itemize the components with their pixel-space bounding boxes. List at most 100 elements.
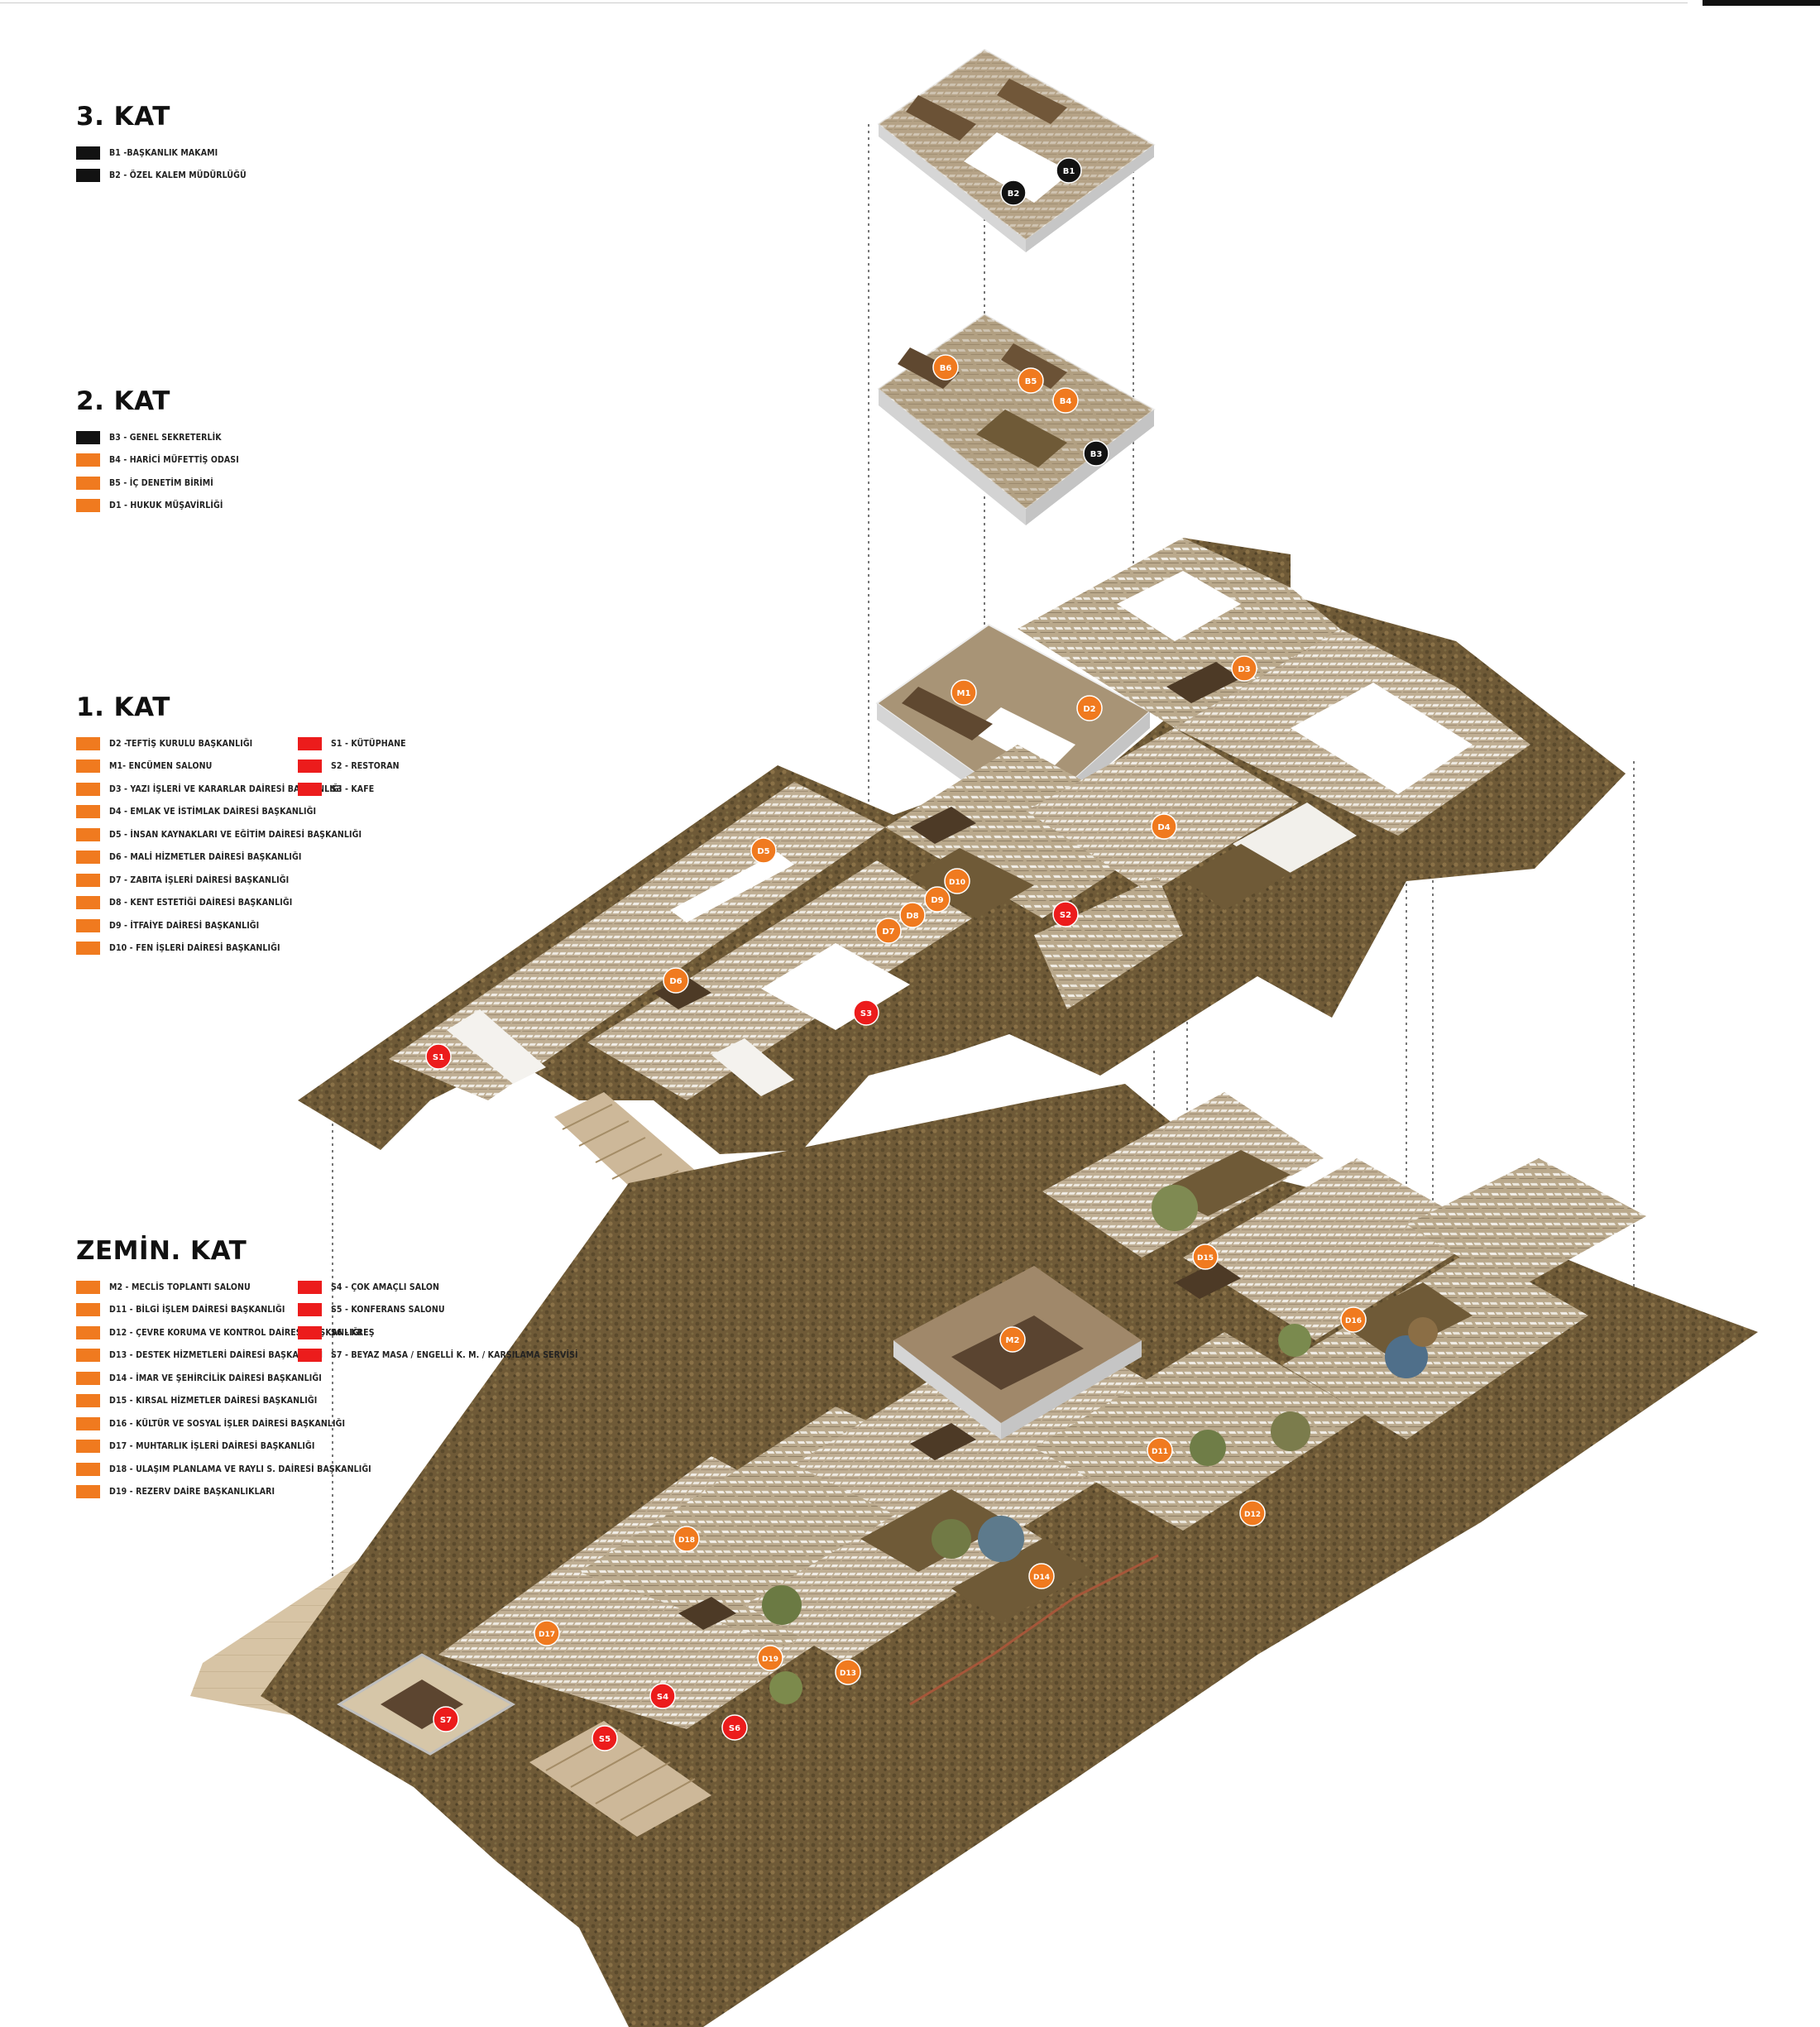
legend-label: B4 - HARİCİ MÜFETTİŞ ODASI xyxy=(109,455,239,466)
marker-label: D4 xyxy=(1157,823,1170,832)
legend-item: D7 - ZABITA İŞLERİ DAİRESİ BAŞKANLIĞI xyxy=(76,869,362,892)
marker-label: D3 xyxy=(1238,665,1250,674)
legend-item-b4: B4 - HARİCİ MÜFETTİŞ ODASI xyxy=(76,449,239,472)
legend-item-b5: B5 - İÇ DENETİM BİRİMİ xyxy=(76,472,239,495)
marker-b3: B3 xyxy=(1083,440,1109,467)
legend-swatch xyxy=(76,499,100,513)
marker-label: D11 xyxy=(1152,1448,1168,1456)
legend-label: D8 - KENT ESTETİĞİ DAİRESİ BAŞKANLIĞI xyxy=(109,898,293,908)
legend-label: D18 - ULAŞIM PLANLAMA VE RAYLI S. DAİRES… xyxy=(109,1464,371,1474)
legend-swatch xyxy=(76,805,100,819)
legend-kat-1-left: D2 -TEFTİŞ KURULU BAŞKANLIĞI M1- ENCÜMEN … xyxy=(76,732,362,960)
marker-d9: D9 xyxy=(924,886,951,913)
marker-d14: D14 xyxy=(1028,1563,1055,1589)
marker-m2: M2 xyxy=(999,1326,1026,1353)
marker-label: D10 xyxy=(949,879,965,887)
marker-d13: D13 xyxy=(835,1659,861,1685)
legend-label: S3 - KAFE xyxy=(331,783,375,794)
legend-item: D4 - EMLAK VE İSTİMLAK DAİRESİ BAŞKANLIĞ… xyxy=(76,801,362,824)
marker-label: S3 xyxy=(860,1009,872,1018)
top-rule xyxy=(0,2,1688,3)
legend-swatch xyxy=(298,1325,322,1339)
legend-item: S4 - ÇOK AMAÇLI SALON xyxy=(298,1276,578,1299)
legend-label: S5 - KONFERANS SALONU xyxy=(331,1305,445,1315)
legend-label: B3 - GENEL SEKRETERLİK xyxy=(109,432,222,443)
marker-s1: S1 xyxy=(425,1043,452,1070)
marker-label: B4 xyxy=(1060,397,1072,406)
legend-label: D19 - REZERV DAİRE BAŞKANLIKLARI xyxy=(109,1487,275,1497)
legend-label: D9 - İTFAİYE DAİRESİ BAŞKANLIĞI xyxy=(109,920,260,931)
legend-swatch xyxy=(76,896,100,910)
legend-swatch xyxy=(76,476,100,490)
legend-label: M2 - MECLİS TOPLANTI SALONU xyxy=(109,1282,251,1292)
legend-kat-3: 3. KAT B1 -BAŞKANLIK MAKAMI B2 - ÖZEL KA… xyxy=(76,104,247,187)
marker-d6: D6 xyxy=(663,967,689,994)
legend-label: S2 - RESTORAN xyxy=(331,761,400,772)
marker-m1: M1 xyxy=(951,679,977,706)
legend-item: S6 - KREŞ xyxy=(298,1321,578,1344)
legend-zemin: ZEMİN. KAT M2 - MECLİS TOPLANTI SALONU D1… xyxy=(76,1236,578,1499)
legend-item: S1 - KÜTÜPHANE xyxy=(298,732,406,755)
marker-s6: S6 xyxy=(721,1714,748,1741)
legend-swatch xyxy=(298,760,322,774)
legend-item: D19 - REZERV DAİRE BAŞKANLIKLARI xyxy=(76,1481,371,1504)
marker-label: D19 xyxy=(762,1656,778,1664)
room-markers: B1B2B3B4B5B6M1D2D3D4D5D6D7D8D9D10S1S2S3M… xyxy=(425,157,1367,1751)
legend-label: D10 - FEN İŞLERİ DAİRESİ BAŞKANLIĞI xyxy=(109,943,280,954)
legend-label: B1 -BAŞKANLIK MAKAMI xyxy=(109,147,218,158)
legend-swatch xyxy=(76,782,100,796)
legend-swatch xyxy=(76,1440,100,1454)
marker-label: D5 xyxy=(757,847,769,856)
marker-d11: D11 xyxy=(1147,1437,1173,1464)
legend-item-d1: D1 - HUKUK MÜŞAVİRLİĞİ xyxy=(76,495,239,518)
ground-floor-slab xyxy=(190,1084,1758,2027)
legend-item: D6 - MALİ HİZMETLER DAİRESİ BAŞKANLIĞI xyxy=(76,846,362,870)
top-corner-bar xyxy=(1703,0,1820,6)
legend-label: D16 - KÜLTÜR VE SOSYAL İŞLER DAİRESİ BAŞ… xyxy=(109,1418,346,1429)
legend-item-b3: B3 - GENEL SEKRETERLİK xyxy=(76,426,239,449)
legend-swatch xyxy=(76,430,100,444)
legend-swatch xyxy=(76,851,100,865)
legend-label: M1- ENCÜMEN SALONU xyxy=(109,761,213,772)
marker-d3: D3 xyxy=(1231,655,1257,682)
legend-swatch xyxy=(76,1462,100,1476)
legend-item-b1: B1 -BAŞKANLIK MAKAMI xyxy=(76,141,247,165)
legend-item: M2 - MECLİS TOPLANTI SALONU xyxy=(76,1276,371,1299)
marker-b1: B1 xyxy=(1056,157,1082,184)
legend-swatch xyxy=(76,169,100,183)
marker-s3: S3 xyxy=(853,999,879,1026)
marker-label: D18 xyxy=(678,1536,695,1545)
marker-label: B2 xyxy=(1008,189,1020,199)
legend-label: D11 - BİLGİ İŞLEM DAİRESİ BAŞKANLIĞI xyxy=(109,1305,285,1315)
floor-3-title: 3. KAT xyxy=(76,102,170,132)
legend-label: D7 - ZABITA İŞLERİ DAİRESİ BAŞKANLIĞI xyxy=(109,875,290,885)
ground-floor-title: ZEMİN. KAT xyxy=(76,1236,247,1266)
marker-label: S7 xyxy=(440,1716,452,1725)
legend-kat-1: 1. KAT D2 -TEFTİŞ KURULU BAŞKANLIĞI M1- E… xyxy=(76,692,406,956)
legend-label: D1 - HUKUK MÜŞAVİRLİĞİ xyxy=(109,501,223,511)
marker-label: S4 xyxy=(657,1693,668,1702)
marker-s4: S4 xyxy=(649,1683,676,1709)
legend-swatch xyxy=(298,1280,322,1294)
legend-item: D2 -TEFTİŞ KURULU BAŞKANLIĞI xyxy=(76,732,362,755)
marker-label: B1 xyxy=(1063,167,1075,176)
legend-swatch xyxy=(76,1485,100,1499)
legend-kat-1-right: S1 - KÜTÜPHANE S2 - RESTORAN S3 - KAFE xyxy=(298,732,406,801)
floor-1-title: 1. KAT xyxy=(76,692,170,722)
legend-label: B5 - İÇ DENETİM BİRİMİ xyxy=(109,477,213,488)
legend-swatch xyxy=(76,1303,100,1317)
legend-swatch xyxy=(76,942,100,956)
legend-swatch xyxy=(76,1325,100,1339)
legend-item-b2: B2 - ÖZEL KALEM MÜDÜRLÜĞÜ xyxy=(76,165,247,188)
legend-swatch xyxy=(76,1416,100,1430)
legend-item: D14 - İMAR VE ŞEHİRCİLİK DAİRESİ BAŞKANL… xyxy=(76,1367,371,1390)
legend-kat-2: 2. KAT B3 - GENEL SEKRETERLİK B4 - HARİC… xyxy=(76,389,239,517)
marker-label: D15 xyxy=(1197,1254,1214,1263)
marker-d15: D15 xyxy=(1192,1244,1219,1270)
marker-d10: D10 xyxy=(944,868,970,894)
marker-label: D16 xyxy=(1345,1317,1362,1325)
legend-label: D17 - MUHTARLIK İŞLERİ DAİRESİ BAŞKANLIĞ… xyxy=(109,1441,315,1452)
legend-swatch xyxy=(298,1349,322,1363)
marker-d2: D2 xyxy=(1076,695,1103,721)
legend-swatch xyxy=(76,1394,100,1408)
